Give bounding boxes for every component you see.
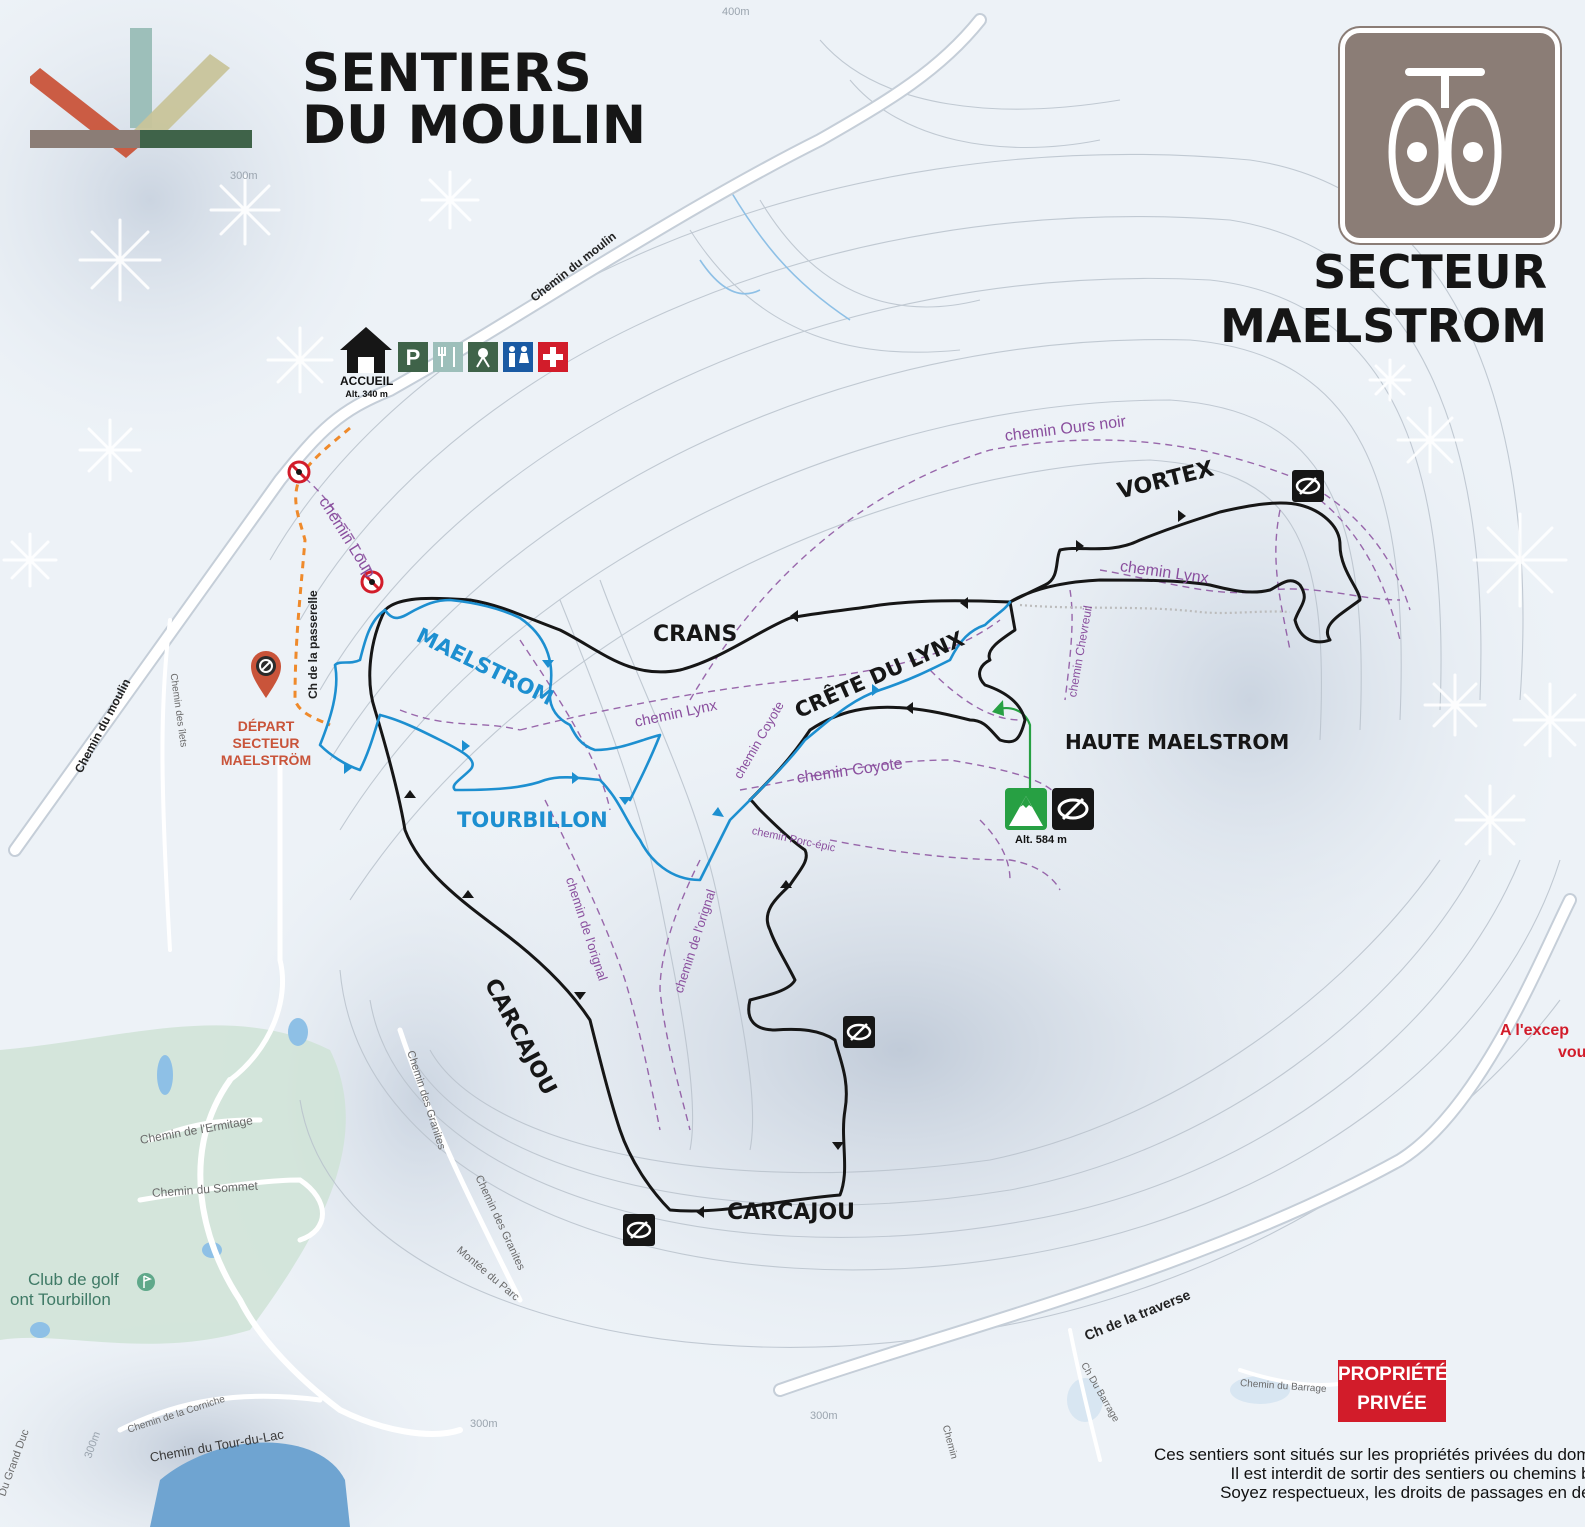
fatbike-icon xyxy=(1388,68,1502,206)
no-hiking-icon xyxy=(1052,788,1094,830)
depart-line2: SECTEUR xyxy=(232,735,300,751)
service-icons: P xyxy=(340,327,568,373)
stream xyxy=(699,259,761,295)
contour-label: 400m xyxy=(722,6,750,18)
golf-course-area xyxy=(0,1025,346,1344)
golf-line1: Club de golf xyxy=(28,1270,119,1289)
road-label-passerelle: Ch de la passerelle xyxy=(306,590,320,699)
pond xyxy=(157,1055,173,1095)
sector-title: SECTEUR MAELSTROM xyxy=(1220,245,1547,353)
contour-label: 300m xyxy=(810,1410,838,1422)
summit-marker xyxy=(1005,788,1094,830)
green-arrow-icon xyxy=(992,700,1004,716)
accueil-altitude: Alt. 340 m xyxy=(345,389,388,399)
footer-line1: Ces sentiers sont situés sur les proprié… xyxy=(1154,1445,1585,1464)
depart-pin-icon xyxy=(251,651,281,698)
no-walking-icon xyxy=(287,460,311,484)
roads xyxy=(8,13,1577,1462)
logo xyxy=(26,28,260,158)
summit-icon xyxy=(1005,788,1047,830)
svg-text:P: P xyxy=(406,345,421,370)
terrain-shade xyxy=(0,0,410,460)
first-aid-icon xyxy=(538,342,568,372)
sector-line2: MAELSTROM xyxy=(1220,299,1547,353)
golf-label: Club de golf ont Tourbillon xyxy=(10,1270,119,1310)
stream xyxy=(729,189,851,321)
accueil-marker: P xyxy=(338,325,588,380)
black-trails xyxy=(368,501,1362,1213)
no-hiking-icon xyxy=(623,1214,655,1246)
snowflake-decor xyxy=(2,170,1585,856)
summit-altitude: Alt. 584 m xyxy=(1015,834,1067,846)
footer-notice: Ces sentiers sont situés sur les proprié… xyxy=(1040,1445,1585,1502)
property-line1: PROPRIÉTÉ xyxy=(1338,1364,1448,1385)
footer-line2: Il est interdit de sortir des sentiers o… xyxy=(1230,1464,1585,1483)
purple-dashed-paths xyxy=(304,439,1411,1131)
depart-label: DÉPART SECTEUR MAELSTRÖM xyxy=(214,718,318,769)
direction-arrows xyxy=(404,510,1186,1218)
note-line1: A l'excep xyxy=(1500,1022,1570,1039)
logo-mark xyxy=(26,28,252,158)
pond xyxy=(30,1322,50,1338)
blue-direction-arrows xyxy=(344,660,880,817)
trail-label-carcajou: CARCAJOU xyxy=(727,1200,856,1225)
depart-line3: MAELSTRÖM xyxy=(220,752,312,768)
shower-icon xyxy=(468,342,498,372)
depart-line1: DÉPART xyxy=(237,718,295,734)
golf-icon xyxy=(137,1273,155,1291)
trail-label-tourbillon: TOURBILLON xyxy=(457,808,608,832)
contour-label: 300m xyxy=(230,170,258,182)
blue-trails xyxy=(318,598,1012,882)
no-hiking-icon xyxy=(843,1016,875,1048)
footer-line3: Soyez respectueux, les droits de passage… xyxy=(1220,1483,1585,1502)
title-line2: DU MOULIN xyxy=(302,95,647,156)
note-line2: vou xyxy=(1558,1044,1585,1061)
no-hiking-icon xyxy=(1292,470,1324,502)
parking-icon: P xyxy=(398,342,428,372)
trail-label-crans: CRANS xyxy=(653,622,738,647)
trail-label-haute-maelstrom: HAUTE MAELSTROM xyxy=(1065,730,1290,754)
sector-line1: SECTEUR xyxy=(1313,245,1547,299)
lake xyxy=(150,1442,350,1527)
title-line1: SENTIERS xyxy=(302,43,592,104)
restaurant-icon xyxy=(433,342,463,372)
accueil-label: ACCUEIL Alt. 340 m xyxy=(340,375,393,401)
exception-note: A l'excep vou xyxy=(1500,1020,1585,1064)
contour-label: 300m xyxy=(470,1418,498,1430)
accueil-title: ACCUEIL xyxy=(340,374,394,388)
terrain-shade xyxy=(920,340,1580,1060)
golf-line2: ont Tourbillon xyxy=(10,1290,111,1309)
access-path xyxy=(293,426,351,727)
terrain-shade xyxy=(0,1310,460,1527)
restroom-icon xyxy=(503,342,533,372)
private-property-badge: PROPRIÉTÉ PRIVÉE xyxy=(1338,1360,1448,1422)
pond xyxy=(1230,1376,1290,1404)
map-title: SENTIERS DU MOULIN xyxy=(302,43,647,156)
no-walking-icon xyxy=(360,570,384,594)
house-icon xyxy=(340,327,392,373)
pond xyxy=(288,1018,308,1046)
property-line2: PRIVÉE xyxy=(1357,1393,1427,1414)
